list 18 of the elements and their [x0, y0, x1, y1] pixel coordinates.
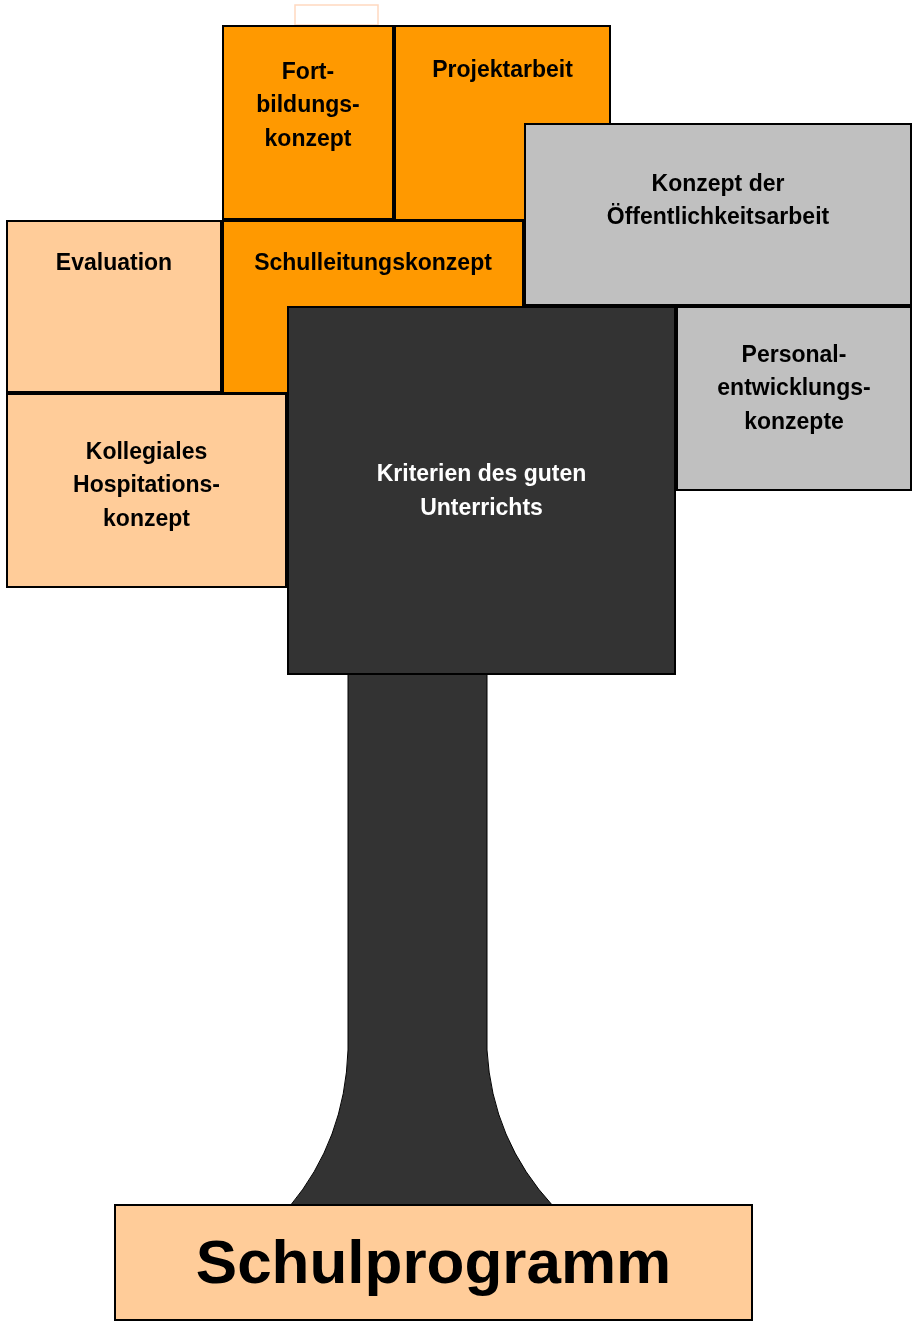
box-label: Evaluation — [55, 248, 173, 277]
base-box — [114, 1204, 753, 1321]
concept-box — [222, 25, 394, 220]
concept-box — [676, 306, 912, 491]
concept-box — [524, 123, 912, 306]
concept-box — [287, 306, 676, 675]
box-label: Konzept der Öffentlichkeitsarbeit — [605, 169, 831, 232]
box-label: Kollegiales Hospitations- konzept — [72, 437, 221, 533]
concept-box — [394, 25, 611, 123]
title-text: Schulprogramm — [195, 1228, 672, 1297]
concept-box — [6, 220, 222, 393]
concept-box — [6, 393, 287, 588]
box-label: Projektarbeit — [432, 55, 573, 84]
box-label: Personal- entwicklungs- konzepte — [716, 340, 872, 436]
concept-box — [222, 220, 524, 306]
box-label: Kriterien des guten Unterrichts — [375, 459, 588, 522]
box-label: Fort- bildungs- konzept — [255, 57, 361, 153]
box-label: Schulleitungskonzept — [254, 248, 492, 277]
